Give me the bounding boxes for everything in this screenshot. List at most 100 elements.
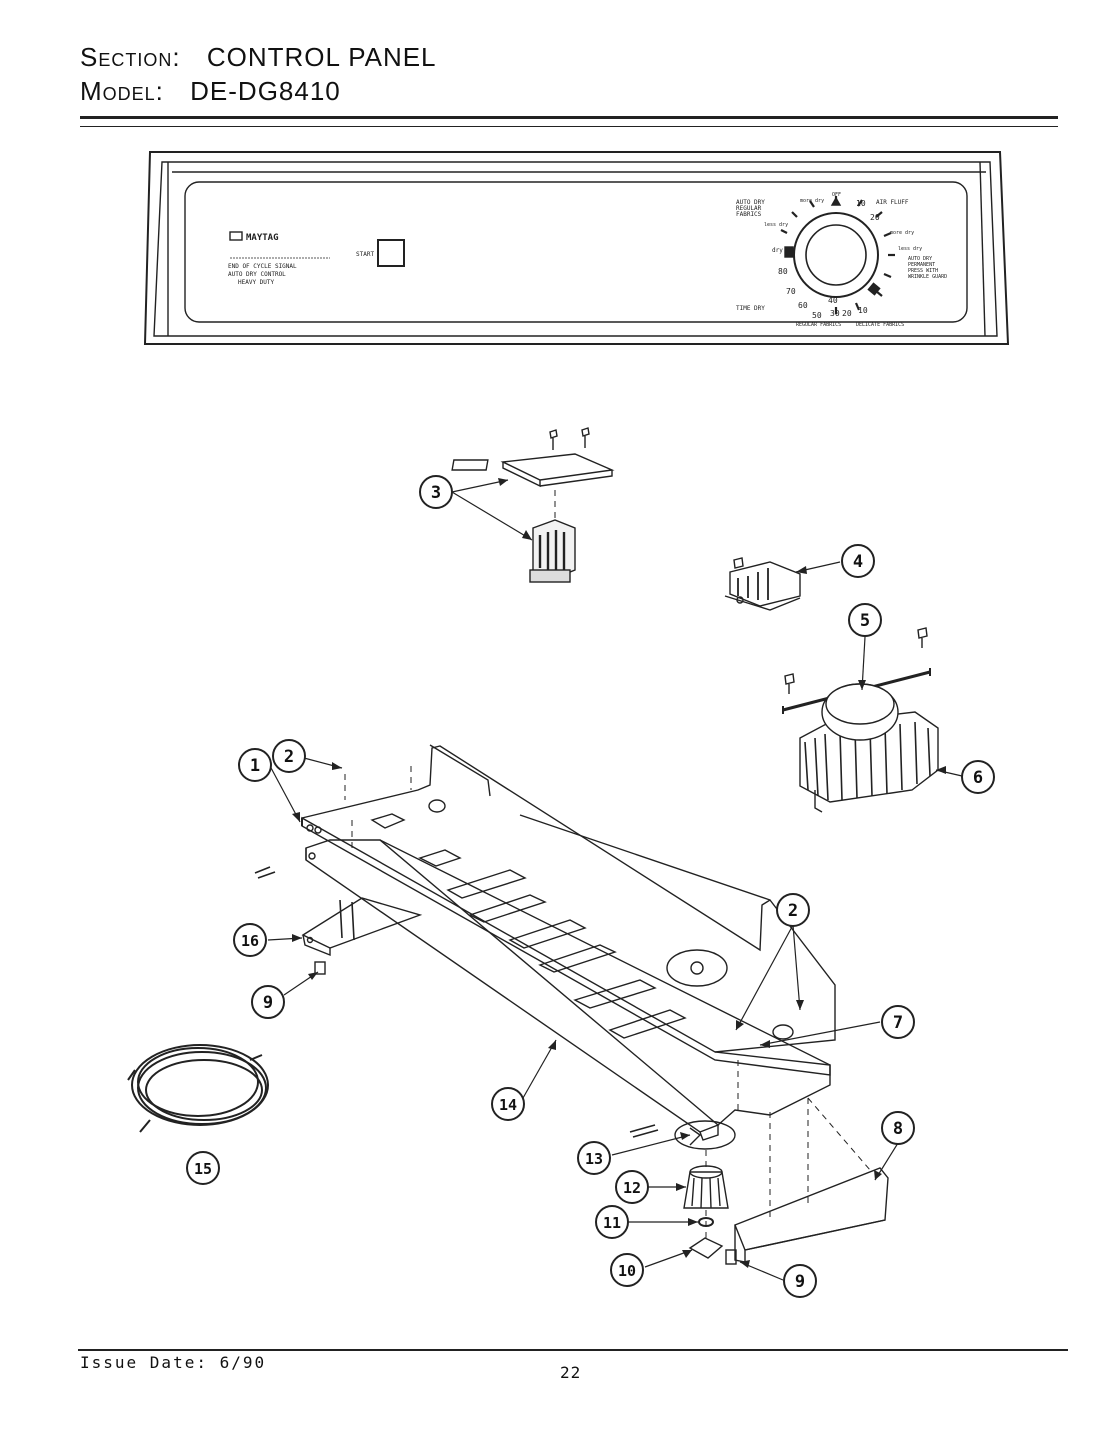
control-panel-front-view — [143, 151, 1010, 345]
dial-num-70: 70 — [786, 287, 796, 296]
page-number: 22 — [560, 1363, 582, 1382]
dial-regular-fabrics: REGULAR FABRICS — [796, 322, 841, 328]
callout-number: 1 — [250, 756, 260, 776]
callout-circle — [186, 1151, 220, 1185]
dial-less-dry-left: less dry — [764, 222, 788, 228]
dial-less-dry-right: less dry — [898, 246, 922, 252]
callout-number: 3 — [431, 483, 441, 503]
dial-more-dry-left: more dry — [800, 198, 824, 204]
footer-rule — [78, 1349, 1068, 1351]
callout-number: 16 — [241, 932, 259, 950]
callout-number: 8 — [893, 1119, 903, 1139]
callout-15: 15 — [186, 1151, 220, 1185]
section-label: Section: — [80, 42, 181, 72]
part-13-dial-bezel — [629, 1120, 736, 1150]
callout-13: 13 — [577, 1141, 611, 1175]
callout-number: 4 — [853, 552, 863, 572]
panel-feature-1: END OF CYCLE SIGNAL — [228, 263, 297, 270]
callout-14: 14 — [491, 1087, 525, 1121]
model-heading: Model: DE-DG8410 — [80, 76, 341, 107]
callout-circle — [238, 748, 272, 782]
callout-leader-lines — [267, 479, 963, 1281]
callout-circle — [610, 1253, 644, 1287]
callout-number: 9 — [795, 1272, 805, 1292]
header-rule-thick — [80, 116, 1058, 119]
dial-dry: dry — [772, 247, 783, 254]
dial-auto-dry-3: FABRICS — [736, 211, 762, 218]
model-value: DE-DG8410 — [190, 76, 341, 106]
callout-circle — [841, 544, 875, 578]
dial-indicator-right — [867, 282, 881, 296]
part-1-console-panel — [301, 744, 836, 1076]
callout-circle — [783, 1264, 817, 1298]
dial-permanent-4: WRINKLE GUARD — [908, 274, 947, 280]
callout-arrowheads — [292, 478, 946, 1268]
dial-permanent-1: AUTO DRY — [908, 256, 932, 262]
part-14-rear-strip — [305, 839, 831, 1141]
panel-text: MAYTAG END OF CYCLE SIGNAL AUTO DRY CONT… — [228, 192, 947, 328]
callout-circle — [577, 1141, 611, 1175]
part-3-start-switch — [451, 427, 615, 583]
start-label: START — [356, 251, 374, 258]
dial-permanent-2: PERMANENT — [908, 262, 935, 268]
callout-number: 14 — [499, 1096, 517, 1114]
dial-air-fluff: AIR FLUFF — [876, 199, 909, 206]
callout-circle — [491, 1087, 525, 1121]
dial-num-60: 60 — [798, 301, 808, 310]
callout-circle — [615, 1170, 649, 1204]
part-9-clip-left — [314, 961, 326, 975]
callout-number: 15 — [194, 1160, 212, 1178]
callout-circle — [961, 760, 995, 794]
callout-number: 2 — [284, 747, 294, 767]
callout-number: 10 — [618, 1262, 636, 1280]
dial-permanent-3: PRESS WITH — [908, 268, 938, 274]
dial-num-top-10: 10 — [856, 199, 866, 208]
callout-number: 7 — [893, 1013, 903, 1033]
callout-circle — [251, 985, 285, 1019]
dial-indicator-left — [784, 246, 794, 258]
dial-indicator-top — [830, 196, 842, 206]
callout-circle — [776, 893, 810, 927]
panel-feature-2: AUTO DRY CONTROL — [228, 271, 286, 278]
callout-9a: 9 — [251, 985, 285, 1019]
start-button[interactable] — [377, 239, 405, 267]
callout-circle — [881, 1111, 915, 1145]
callout-12: 12 — [615, 1170, 649, 1204]
header-rule-thin — [80, 126, 1058, 127]
callout-circle — [595, 1205, 629, 1239]
callout-circle — [272, 739, 306, 773]
callout-1: 1 — [238, 748, 272, 782]
dial-num-40: 40 — [828, 296, 838, 305]
callout-number: 2 — [788, 901, 798, 921]
callout-circle — [848, 603, 882, 637]
callout-circle — [881, 1005, 915, 1039]
callout-2b: 2 — [776, 893, 810, 927]
callout-5: 5 — [848, 603, 882, 637]
callout-10: 10 — [610, 1253, 644, 1287]
part-4-bracket — [724, 557, 801, 611]
callout-2a: 2 — [272, 739, 306, 773]
callout-number: 9 — [263, 993, 273, 1013]
part-16-bracket — [301, 897, 423, 957]
callout-number: 13 — [585, 1150, 603, 1168]
dial-num-50: 50 — [812, 311, 822, 320]
callout-9b: 9 — [783, 1264, 817, 1298]
dial-delicate-fabrics: DELICATE FABRICS — [856, 322, 904, 328]
timer-dial[interactable] — [793, 212, 879, 298]
assembly-guide-lines — [344, 490, 871, 1240]
callout-number: 6 — [973, 768, 983, 788]
part-12-knob — [683, 1165, 729, 1209]
callout-16: 16 — [233, 923, 267, 957]
dial-more-dry-right: more dry — [890, 230, 914, 236]
dial-num-20: 20 — [842, 309, 852, 318]
dial-num-80: 80 — [778, 267, 788, 276]
callout-number: 5 — [860, 611, 870, 631]
issue-date: Issue Date: 6/90 — [80, 1353, 267, 1372]
dial-num-bottom-10: 10 — [858, 306, 868, 315]
dial-auto-dry-1: AUTO DRY — [736, 199, 765, 206]
callout-7: 7 — [881, 1005, 915, 1039]
section-heading: Section: CONTROL PANEL — [80, 42, 437, 73]
model-label: Model: — [80, 76, 164, 106]
callout-4: 4 — [841, 544, 875, 578]
